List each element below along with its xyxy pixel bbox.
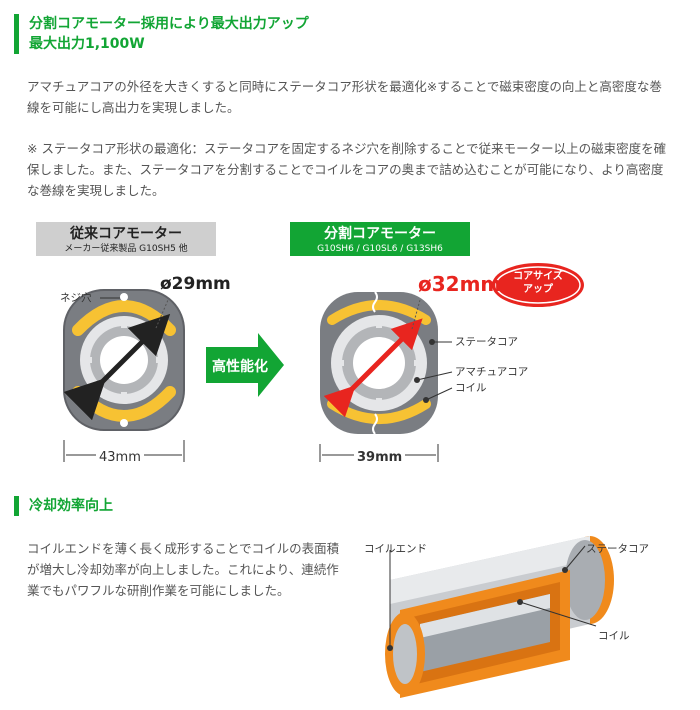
coil-illustration [385,536,614,698]
section2-title: 冷却効率向上 [29,498,113,514]
width-conventional: 43mm [96,450,144,465]
section1-subtitle: 最大出力1,100W [29,36,145,52]
section1-paragraph: アマチュアコアの外径を大きくすると同時にステータコア形状を最適化※することで磁束… [27,76,662,118]
paragraph1-line1: アマチュアコアの外径を大きくすると同時にステータコア形状を最適化※することで磁束… [27,79,662,94]
screw-hole-top-icon [120,293,128,301]
performance-arrow-label: 高性能化 [212,359,268,375]
section2-line2: が増大し冷却効率が向上しました。これにより、連続作 [27,562,339,577]
section1-heading: 分割コアモーター採用により最大出力アップ 最大出力1,100W [14,14,309,54]
paragraph1-line2: 線を可能にし高出力を実現しました。 [27,100,240,115]
note-line2: 保しました。また、ステータコアを分割することでコイルをコアの奥まで詰め込むことが… [27,162,664,177]
width-split: 39mm [354,450,406,465]
coil-end-label: コイルエンド [364,543,427,555]
conventional-sub: メーカー従来製品 G10SH5 他 [64,244,188,254]
section1-note: ※ ステータコア形状の最適化：ステータコアを固定するネジ穴を削除することで従来モ… [27,138,666,201]
coil-label-2: コイル [598,630,630,642]
note-line3: な巻線を実現しました。 [27,183,165,198]
badge-line1: コアサイズ [513,271,563,282]
split-motor [319,291,453,462]
stator-label-2: ステータコア [586,543,649,555]
split-label-box: 分割コアモーター G10SH6 / G10SL6 / G13SH6 [290,222,470,256]
performance-arrow-icon [206,333,284,397]
badge-text: コアサイズ アップ [492,270,584,296]
section2-line3: 業でもパワフルな研削作業を可能にしました。 [27,583,290,598]
conventional-title: 従来コアモーター [70,226,182,242]
armature-label: アマチュアコア [455,366,529,378]
section2-line1: コイルエンドを薄く長く成形することでコイルの表面積 [27,541,340,556]
dia-split: ø32mm [418,272,502,296]
core-size-up-badge [492,263,584,307]
coil-label: コイル [455,382,487,394]
stator-label: ステータコア [455,336,518,348]
section2-paragraph: コイルエンドを薄く長く成形することでコイルの表面積 が増大し冷却効率が向上しまし… [27,538,339,601]
badge-line2: アップ [523,284,553,295]
dia-conventional: ø29mm [160,274,231,294]
section1-title: 分割コアモーター採用により最大出力アップ [29,16,309,32]
screw-hole-bottom-icon [120,419,128,427]
section2-heading: 冷却効率向上 [14,496,113,516]
conventional-label-box: 従来コアモーター メーカー従来製品 G10SH5 他 [36,222,216,256]
note-line1: ※ ステータコア形状の最適化：ステータコアを固定するネジ穴を削除することで従来モ… [27,141,667,156]
split-sub: G10SH6 / G10SL6 / G13SH6 [317,244,443,254]
motor-comparison-diagram [63,263,584,462]
split-title: 分割コアモーター [324,226,436,242]
conventional-motor [63,289,185,462]
screw-hole-label: ネジ穴 [60,292,92,304]
